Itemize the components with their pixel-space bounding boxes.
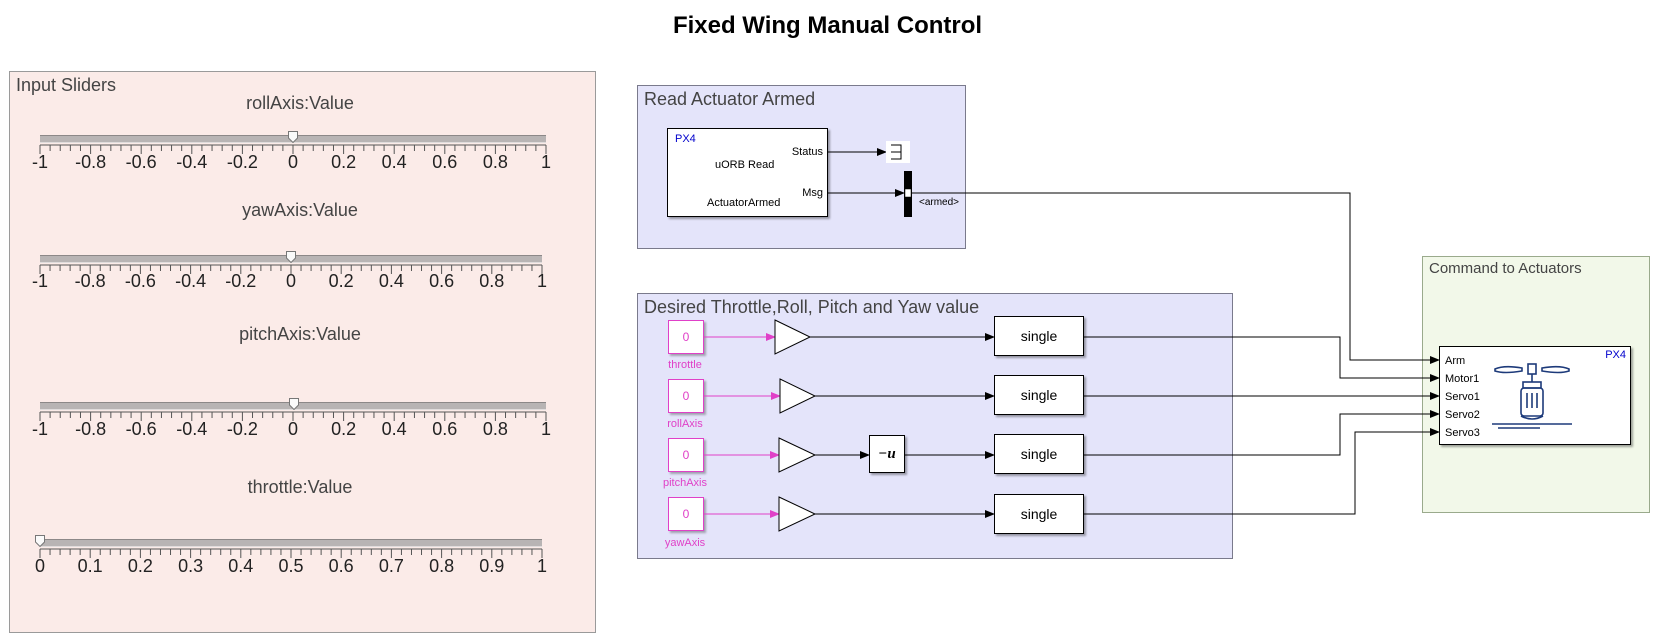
desired-values-area: Desired Throttle,Roll, Pitch and Yaw val… xyxy=(637,293,1233,559)
typecast-block-throttle[interactable]: single xyxy=(994,316,1084,356)
actuator-px4-brand-label: PX4 xyxy=(1605,349,1626,361)
constant-label-throttle: throttle xyxy=(668,359,702,371)
slider-tick-label: 0.8 xyxy=(482,419,508,439)
typecast-block-roll[interactable]: single xyxy=(994,375,1084,415)
slider-tick-label: 0.8 xyxy=(479,271,505,291)
slider-tick-label: -1 xyxy=(31,152,49,172)
slider-tick-label: -0.4 xyxy=(176,152,208,172)
slider-tick-label: 0.2 xyxy=(328,271,354,291)
slider-tick-label: 0.4 xyxy=(381,152,407,172)
slider-tick-label: 0 xyxy=(287,419,299,439)
negate-block[interactable]: −u xyxy=(869,435,905,473)
armed-signal-label: <armed> xyxy=(919,197,960,208)
slider-tick-label: 0.3 xyxy=(178,556,204,576)
slider-tick-label: -0.6 xyxy=(124,271,156,291)
slider-tick-label: 0.2 xyxy=(127,556,153,576)
slider-tick-label: 0.2 xyxy=(331,419,357,439)
slider-tick-label: 0.4 xyxy=(381,419,407,439)
gain-value-throttle: 1 xyxy=(779,330,786,344)
slider-tick-label: -1 xyxy=(31,419,49,439)
slider-title-yaw: yawAxis:Value xyxy=(242,200,358,220)
msg-port-label: Msg xyxy=(802,187,823,199)
area-label-command-to-actuators: Command to Actuators xyxy=(1429,260,1582,277)
slider-thumb-throttle[interactable] xyxy=(35,535,45,547)
slider-tick-label: 0 xyxy=(34,556,46,576)
constant-block-throttle[interactable]: 0 xyxy=(668,320,704,354)
slider-tick-label: 0.8 xyxy=(429,556,455,576)
constant-block-yaw[interactable]: 0 xyxy=(668,497,704,531)
slider-tick-label: 0 xyxy=(285,271,297,291)
slider-thumb-pitch[interactable] xyxy=(289,398,299,410)
slider-tick-label: 1 xyxy=(536,271,548,291)
slider-tick-label: 0.5 xyxy=(278,556,304,576)
typecast-block-yaw[interactable]: single xyxy=(994,494,1084,534)
port-label-motor1: Motor1 xyxy=(1445,373,1480,385)
slider-tick-label: 0.6 xyxy=(328,556,354,576)
slider-tick-label: 0.6 xyxy=(432,152,458,172)
area-label-read-actuator-armed: Read Actuator Armed xyxy=(644,89,816,109)
slider-tick-label: -0.8 xyxy=(74,271,106,291)
slider-title-roll: rollAxis:Value xyxy=(246,93,354,113)
uorb-topic-label: ActuatorArmed xyxy=(707,197,781,209)
motor-propeller-icon xyxy=(1492,363,1572,429)
constant-block-roll[interactable]: 0 xyxy=(668,379,704,413)
gain-value-roll: 1 xyxy=(784,389,791,403)
status-port-label: Status xyxy=(791,146,823,158)
slider-tick-label: -0.8 xyxy=(75,152,107,172)
slider-track-throttle[interactable] xyxy=(40,539,542,547)
slider-thumb-roll[interactable] xyxy=(288,131,298,143)
slider-tick-label: 0 xyxy=(287,152,299,172)
slider-tick-label: -0.4 xyxy=(176,419,208,439)
slider-tick-label: -1 xyxy=(31,271,49,291)
slider-tick-label: 0.6 xyxy=(429,271,455,291)
slider-tick-label: 1 xyxy=(540,152,552,172)
area-label-desired-values: Desired Throttle,Roll, Pitch and Yaw val… xyxy=(644,297,980,317)
port-label-servo1: Servo1 xyxy=(1445,391,1480,403)
port-label-servo3: Servo3 xyxy=(1445,427,1480,439)
slider-tick-label: -0.2 xyxy=(226,152,258,172)
slider-title-throttle: throttle:Value xyxy=(247,477,353,497)
area-label-input-sliders: Input Sliders xyxy=(16,75,117,95)
constant-label-yaw: yawAxis xyxy=(664,537,706,549)
typecast-block-pitch[interactable]: single xyxy=(994,434,1084,474)
slider-tick-label: 1 xyxy=(540,419,552,439)
slider-tick-label: -0.4 xyxy=(175,271,207,291)
slider-tick-label: 0.1 xyxy=(77,556,103,576)
slider-tick-label: -0.2 xyxy=(225,271,257,291)
actuator-write-block[interactable]: PX4 Arm Motor1 Servo1 Servo2 Servo3 xyxy=(1439,346,1631,445)
slider-title-pitch: pitchAxis:Value xyxy=(239,324,361,344)
px4-brand-label: PX4 xyxy=(675,133,696,145)
constant-label-pitch: pitchAxis xyxy=(662,477,708,489)
gain-value-pitch: 0.4 xyxy=(781,448,798,462)
slider-tick-label: 0.4 xyxy=(228,556,254,576)
slider-tick-label: -0.6 xyxy=(125,152,157,172)
slider-tick-label: -0.8 xyxy=(75,419,107,439)
uorb-read-block[interactable]: PX4 uORB Read ActuatorArmed Status Msg xyxy=(667,128,828,217)
slider-tick-label: -0.2 xyxy=(226,419,258,439)
slider-tick-label: 0.6 xyxy=(432,419,458,439)
slider-tick-label: 0.4 xyxy=(378,271,404,291)
port-label-servo2: Servo2 xyxy=(1445,409,1480,421)
constant-label-roll: rollAxis xyxy=(667,418,703,430)
slider-tick-label: 0.2 xyxy=(331,152,357,172)
input-sliders-area: Input Sliders rollAxis:Value yawAxis:Val… xyxy=(9,71,596,633)
page-title: Fixed Wing Manual Control xyxy=(672,12,983,39)
slider-tick-label: 0.9 xyxy=(479,556,505,576)
uorb-read-label: uORB Read xyxy=(715,159,775,171)
slider-tick-label: 0.8 xyxy=(482,152,508,172)
gain-value-yaw: 0.3 xyxy=(781,508,798,522)
slider-thumb-yaw[interactable] xyxy=(286,251,296,263)
slider-tick-label: -0.6 xyxy=(125,419,157,439)
slider-tick-label: 1 xyxy=(536,556,548,576)
port-label-arm: Arm xyxy=(1445,355,1466,367)
slider-tick-label: 0.7 xyxy=(378,556,404,576)
constant-block-pitch[interactable]: 0 xyxy=(668,438,704,472)
